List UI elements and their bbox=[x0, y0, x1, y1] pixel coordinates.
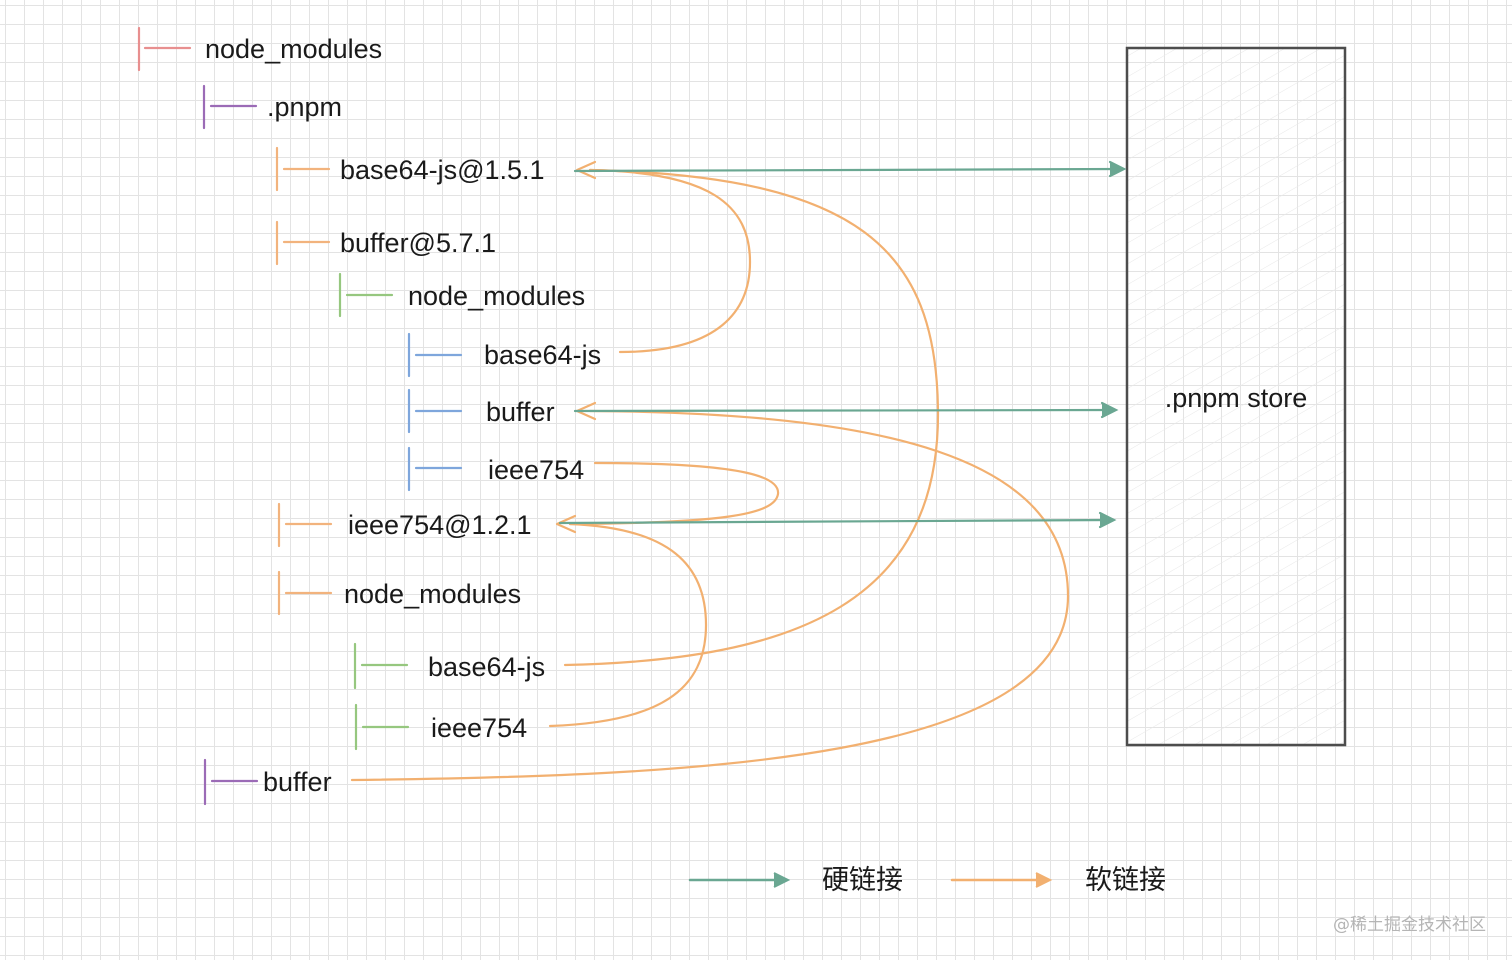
soft-link-buffer-base64-to-base64-pkg bbox=[588, 168, 752, 354]
legend-hard-link-label: 硬链接 bbox=[822, 865, 903, 896]
hard-links bbox=[558, 160, 1127, 529]
node-ieee-dep-ieee: ieee754 bbox=[431, 713, 527, 743]
pnpm-store-label: .pnpm store bbox=[1165, 383, 1308, 413]
node-ieee-dep-base64: base64-js bbox=[428, 652, 545, 682]
pnpm-store-box: .pnpm store bbox=[1125, 46, 1347, 747]
node-ieee-pkg: ieee754@1.2.1 bbox=[348, 510, 532, 540]
soft-link-root-buffer-to-buffer bbox=[350, 409, 1070, 782]
hard-link-ieee-pkg bbox=[558, 518, 1114, 525]
tree-connectors bbox=[137, 26, 463, 806]
legend-soft-link-arrowhead bbox=[1035, 872, 1053, 888]
node-buffer-pkg: buffer@5.7.1 bbox=[340, 228, 496, 258]
pnpm-store-rect bbox=[1125, 46, 1347, 747]
legend-soft-link-label: 软链接 bbox=[1085, 865, 1166, 896]
node-pnpm-dir: .pnpm bbox=[267, 92, 342, 122]
hard-link-base64-arrowhead bbox=[1108, 160, 1127, 178]
node-buffer-dep-buffer: buffer bbox=[486, 397, 555, 427]
soft-link-ieee-ieee-to-ieee-pkg bbox=[548, 522, 708, 728]
hard-link-base64-pkg bbox=[573, 167, 1124, 173]
node-root-node-modules: node_modules bbox=[205, 34, 382, 64]
node-buffer-node-modules: node_modules bbox=[408, 281, 585, 311]
soft-link-arrowhead-ieee bbox=[555, 514, 577, 534]
node-base64-pkg: base64-js@1.5.1 bbox=[340, 155, 545, 185]
watermark-text: @稀土掘金技术社区 bbox=[1333, 915, 1486, 935]
node-buffer-dep-ieee: ieee754 bbox=[488, 455, 584, 485]
hard-link-buffer-arrowhead bbox=[1100, 401, 1119, 419]
hard-link-buffer bbox=[573, 408, 1116, 413]
node-buffer-dep-base64: base64-js bbox=[484, 340, 601, 370]
hard-link-ieee-arrowhead bbox=[1098, 511, 1117, 529]
legend: 硬链接 软链接 bbox=[688, 865, 1166, 896]
node-root-buffer: buffer bbox=[263, 767, 332, 797]
soft-link-buffer-ieee-to-ieee-pkg bbox=[568, 461, 780, 526]
node-ieee-node-modules: node_modules bbox=[344, 579, 521, 609]
legend-hard-link-arrowhead bbox=[773, 872, 791, 888]
tree-labels: node_modules .pnpm base64-js@1.5.1 buffe… bbox=[205, 34, 601, 797]
